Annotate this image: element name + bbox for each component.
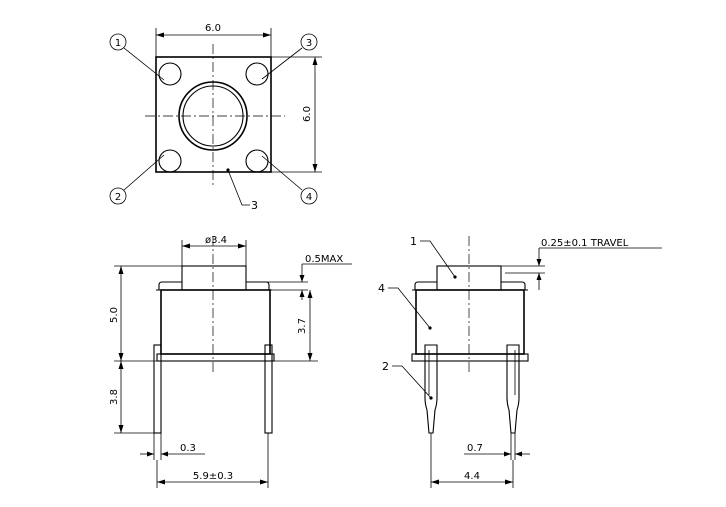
top-view-pad-3 [245, 62, 269, 86]
front-cap-height: 3.7 [297, 318, 308, 334]
front-actuator [181, 265, 247, 291]
front-pin-width: 0.3 [180, 443, 196, 454]
side-pin-pitch: 4.4 [464, 471, 480, 482]
front-base [156, 353, 275, 362]
top-view-body [155, 56, 272, 173]
side-body [415, 289, 525, 355]
front-view: ø3.4 0.5MAX 3.7 5.0 3.8 [109, 235, 352, 488]
front-max-dim: 0.5MAX [305, 254, 343, 265]
side-callout-4: 4 [378, 282, 385, 295]
top-pin-label-4: 4 [306, 192, 312, 203]
top-view: 6.0 6.0 1 3 2 4 3 [109, 23, 322, 212]
side-callout-1: 1 [410, 235, 417, 248]
side-pin-left [424, 344, 438, 434]
front-pin-right [264, 344, 273, 434]
side-base [411, 353, 529, 362]
top-pin-label-2: 2 [115, 192, 121, 203]
top-width-dim: 6.0 [205, 23, 221, 34]
side-pin-right [506, 344, 520, 434]
front-pin-length: 3.8 [109, 389, 120, 405]
top-view-pad-1 [158, 62, 182, 86]
top-view-pad-2 [158, 149, 182, 173]
front-pin-pitch: 5.9±0.3 [193, 471, 233, 482]
top-callout-3: 3 [251, 199, 258, 212]
front-body [160, 289, 271, 355]
front-cap [158, 281, 270, 290]
front-body-height: 5.0 [109, 307, 120, 323]
top-view-button-inner [182, 85, 244, 147]
top-height-dim: 6.0 [302, 106, 313, 122]
side-callout-2: 2 [382, 360, 389, 373]
side-cap [414, 281, 526, 290]
front-pin-left [153, 344, 162, 434]
top-view-button-outer [178, 81, 248, 151]
side-pin-width: 0.7 [467, 443, 483, 454]
top-view-pad-4 [245, 149, 269, 173]
side-travel: 0.25±0.1 TRAVEL [541, 238, 629, 249]
top-pin-label-3: 3 [306, 38, 312, 49]
front-button-dia: ø3.4 [205, 235, 227, 246]
top-pin-label-1: 1 [115, 38, 121, 49]
side-view: 0.25±0.1 TRAVEL 1 4 2 0.7 4.4 [378, 235, 662, 488]
